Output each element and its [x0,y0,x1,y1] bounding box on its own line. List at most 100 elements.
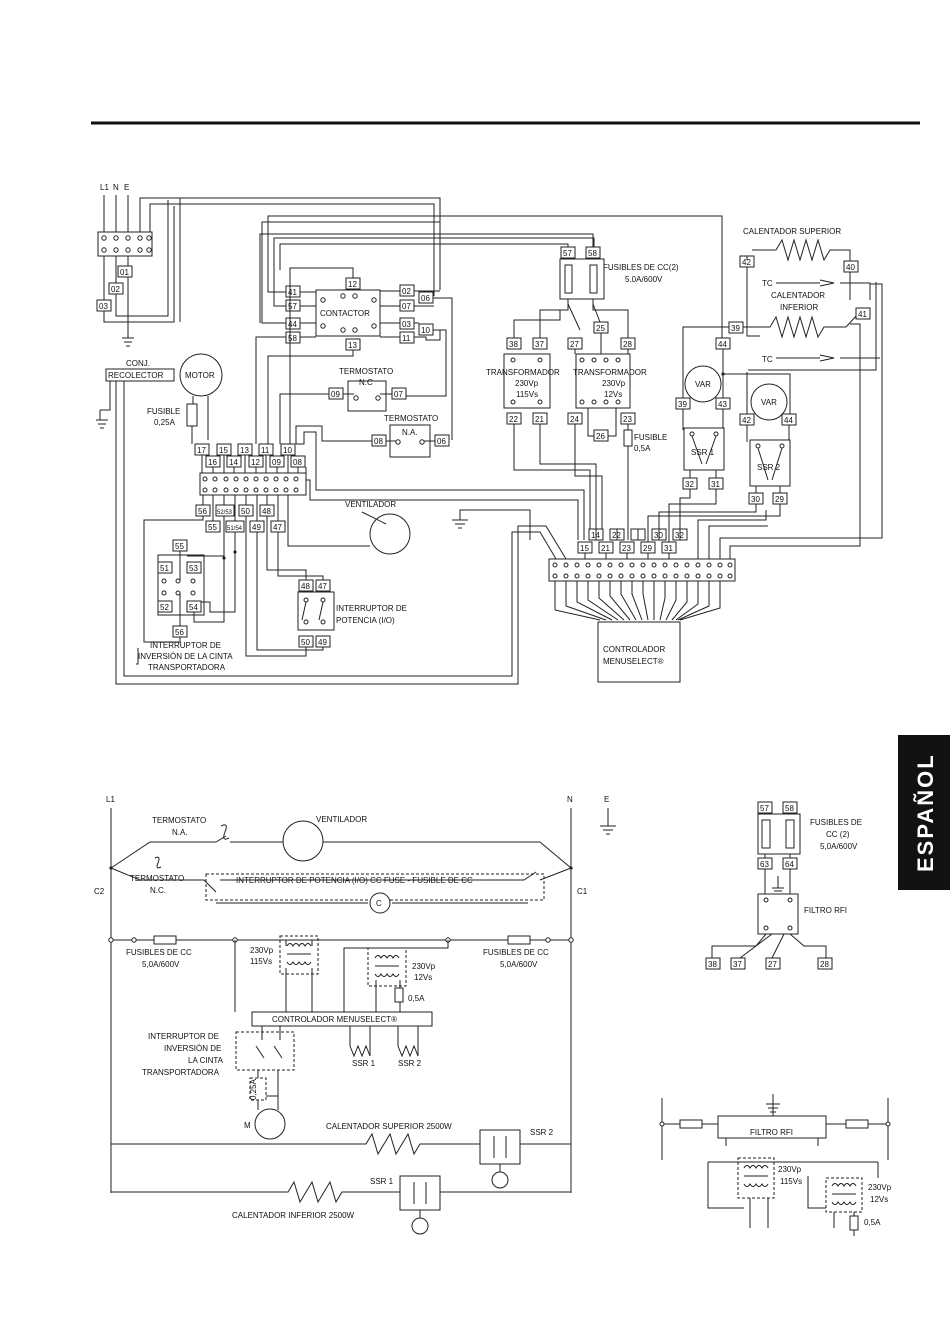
term-x24: 24 [570,415,579,424]
wiring-diagram: L1 N E 01 02 03 CONJ. RECOLECTOR MOTOR F… [96,183,883,685]
reversing-switch-label-3: TRANSPORTADORA [148,663,226,672]
term-r56: 56 [175,628,184,637]
term-h39: 39 [731,324,740,333]
motor-label: MOTOR [185,371,215,380]
rfi-fuses-label-2: CC (2) [826,830,850,839]
power-switch-label-1: INTERRUPTOR DE [336,604,407,613]
ssr-2-label: SSR 2 [757,463,781,472]
conj-label: CONJ. [126,359,150,368]
rfi-sch-filter-label: FILTRO RFI [750,1128,793,1137]
rfi-b27: 27 [768,960,777,969]
term-s32: 32 [685,480,694,489]
term-k29: 29 [643,544,652,553]
termostato-na-type: N.A. [402,428,418,437]
tc-lower-label: TC [762,355,773,364]
term-x38: 38 [509,340,518,349]
term-s31: 31 [711,480,720,489]
rfi-t63: 63 [760,860,769,869]
termostato-na-label: TERMOSTATO [384,414,438,423]
fan-symbol [369,513,411,555]
term-b09: 09 [272,458,281,467]
term-c02: 02 [402,287,411,296]
rfi-panel: 57 58 FUSIBLES DE CC (2) 5,0A/600V 63 64… [705,801,862,970]
supply-n: N [113,183,119,192]
term-p47: 47 [318,582,327,591]
contactor-box [315,289,381,337]
term-c03: 03 [402,320,411,329]
fusible-motor-value: 0,25A [154,418,176,427]
language-tab-label: ESPAÑOL [913,753,938,872]
transformer-2-box [575,353,631,409]
term-th08: 08 [374,437,383,446]
varistor-1-label: VAR [695,380,711,389]
reversing-switch-label-1: INTERRUPTOR DE [150,641,221,650]
term-x21: 21 [535,415,544,424]
sch-ssr2-box [479,1129,521,1165]
varistor-2 [750,383,788,421]
term-r54: 54 [189,603,198,612]
termostato-nc-type: N.C [359,378,373,387]
terminal-block-main [97,231,153,257]
term-s29: 29 [775,495,784,504]
term-x23: 23 [623,415,632,424]
term-k23: 23 [622,544,631,553]
sch-rev-4: TRANSPORTADORA [142,1068,220,1077]
recolector-label: RECOLECTOR [108,371,164,380]
term-v43: 43 [718,400,727,409]
rfi-b28: 28 [820,960,829,969]
term-h40: 40 [846,263,855,272]
rfi-sch-trans2-secondary: 12Vs [870,1195,888,1204]
sch-motor-m: M [244,1121,251,1130]
term-b10: 10 [283,446,292,455]
rfi-schematic: FILTRO RFI 230Vp 115Vs 230Vp 12Vs 0,5A [659,1094,892,1236]
term-b16: 16 [208,458,217,467]
supply-l1: L1 [100,183,109,192]
sch-ssr2: SSR 2 [398,1059,422,1068]
controller-label: CONTROLADOR [603,645,665,654]
fuse-05-label: FUSIBLE [634,433,667,442]
term-c57: 57 [288,302,297,311]
term-b15: 15 [219,446,228,455]
term-th06: 06 [437,437,446,446]
term-03: 03 [99,302,108,311]
term-c06: 06 [421,294,430,303]
term-b5154: 51/54 [227,526,243,532]
term-c12: 12 [348,280,357,289]
sch-ssr1-box [399,1175,441,1211]
sch-trans2-secondary: 12Vs [414,973,432,982]
lower-heater-label-1: CALENTADOR [771,291,825,300]
sch-ssr1-label: SSR 1 [370,1177,394,1186]
tc-upper-label: TC [762,279,773,288]
supply-e: E [124,183,129,192]
term-k15: 15 [580,544,589,553]
term-p48: 48 [301,582,310,591]
term-01: 01 [120,268,129,277]
varistor-2-label: VAR [761,398,777,407]
sch-contactor-c: C [376,899,382,908]
sch-ssr2-label: SSR 2 [530,1128,554,1137]
term-r51: 51 [160,564,169,573]
power-switch-label-2: POTENCIA (I/O) [336,616,395,625]
term-b56: 56 [198,507,207,516]
term-b14: 14 [229,458,238,467]
term-k31: 31 [664,544,673,553]
term-f58: 58 [588,249,597,258]
sch-e: E [604,795,609,804]
sch-fan-symbol [282,820,324,862]
sch-lower-heater: CALENTADOR INFERIOR 2500W [232,1211,355,1220]
term-c44: 44 [288,320,297,329]
sch-fuses-left-1: FUSIBLES DE CC [126,948,192,957]
sch-motor-symbol [254,1108,286,1140]
fusible-motor-label: FUSIBLE [147,407,180,416]
sch-thermostat-na-1: TERMOSTATO [152,816,206,825]
rfi-b38: 38 [708,960,717,969]
schematic-diagram: L1 N E TERMOSTATO N.A. TERMOSTATO N.C. V… [94,795,616,1235]
term-h42: 42 [742,258,751,267]
sch-controller-box [251,1011,433,1027]
sch-fuse-025: 0,25A [249,1078,258,1100]
term-x26: 26 [596,432,605,441]
sch-c2: C2 [94,887,105,896]
term-h44: 44 [718,340,727,349]
term-c07: 07 [402,302,411,311]
term-r55: 55 [175,542,184,551]
